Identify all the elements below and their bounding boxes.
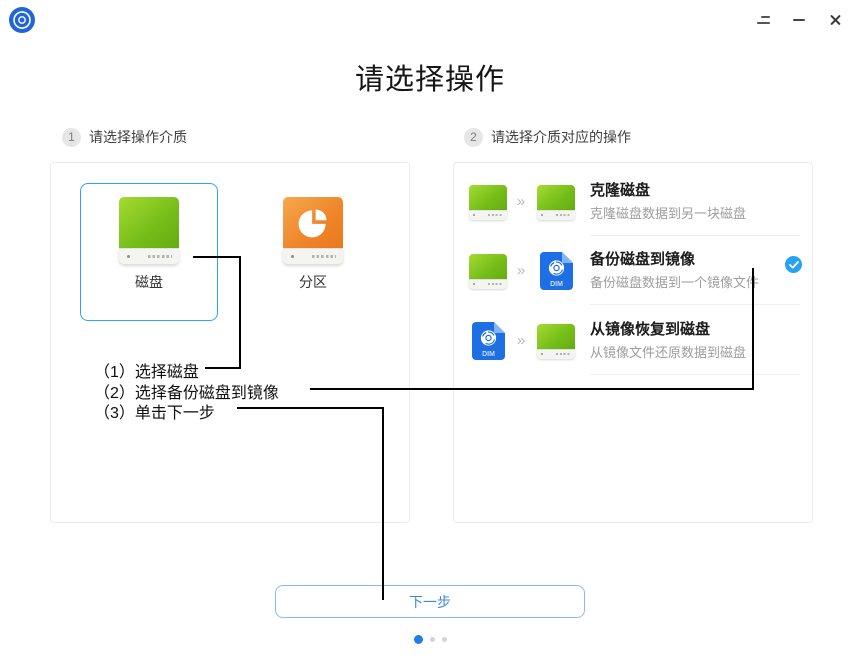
pie-chart-icon [298, 209, 327, 237]
step-2-label: 请选择介质对应的操作 [491, 129, 631, 145]
annotation-step-3: （3）单击下一步 [94, 405, 215, 422]
disk-drive-icon [536, 167, 576, 236]
partition-drive-icon [283, 197, 343, 264]
step-1-number: 1 [62, 127, 81, 147]
double-chevron-icon: » [516, 262, 526, 279]
selected-check-icon [785, 256, 802, 273]
pagination-dot-1[interactable] [413, 635, 423, 644]
operation-title: 克隆磁盘 [590, 182, 651, 199]
double-chevron-icon: » [516, 193, 526, 210]
disk-drive-icon [468, 236, 508, 305]
window-minimize-icon[interactable] [786, 7, 812, 33]
operation-subtitle: 克隆磁盘数据到另一块磁盘 [590, 206, 747, 221]
next-button[interactable]: 下一步 [275, 585, 585, 618]
disk-drive-icon [468, 167, 508, 236]
disk-drive-icon [119, 197, 179, 264]
media-label-partition: 分区 [299, 274, 327, 290]
operation-row-backup-to-image[interactable]: » DIM 备份磁盘到镜像 备份磁盘数据到一个镜像文件 [453, 236, 811, 305]
step-header-1: 1 请选择操作介质 [62, 127, 187, 147]
step-1-label: 请选择操作介质 [89, 129, 187, 145]
annotation-step-2: （2）选择备份磁盘到镜像 [94, 385, 279, 402]
page-title: 请选择操作 [354, 64, 505, 96]
media-option-partition[interactable]: 分区 [244, 183, 382, 321]
operation-subtitle: 备份磁盘数据到一个镜像文件 [590, 275, 760, 290]
row-divider [590, 235, 800, 236]
media-label-disk: 磁盘 [135, 274, 163, 290]
pagination-dots [0, 635, 860, 644]
media-option-disk[interactable]: 磁盘 [80, 183, 218, 321]
pagination-dot-2[interactable] [429, 637, 435, 642]
dim-image-file-icon: DIM [536, 236, 576, 305]
step-2-number: 2 [464, 127, 483, 147]
pagination-dot-3[interactable] [441, 637, 447, 642]
dim-image-file-icon: DIM [468, 306, 508, 375]
double-chevron-icon: » [516, 332, 526, 349]
operation-subtitle: 从镜像文件还原数据到磁盘 [590, 345, 747, 360]
svg-text:DIM: DIM [482, 351, 495, 358]
operation-title: 从镜像恢复到磁盘 [590, 321, 711, 338]
row-divider [590, 374, 800, 375]
operation-row-restore-from-image[interactable]: DIM » 从镜像恢复到磁盘 从镜像文件还原数据到磁盘 [453, 306, 811, 375]
svg-text:DIM: DIM [550, 281, 563, 288]
operation-row-clone-disk[interactable]: » 克隆磁盘 克隆磁盘数据到另一块磁盘 [453, 167, 811, 236]
annotation-step-1: （1）选择磁盘 [94, 364, 199, 381]
window-menu-icon[interactable] [750, 7, 776, 33]
app-logo-icon [9, 7, 35, 33]
window-controls [750, 0, 860, 40]
operation-title: 备份磁盘到镜像 [590, 251, 696, 268]
row-divider [590, 304, 800, 305]
step-header-2: 2 请选择介质对应的操作 [464, 127, 631, 147]
disk-drive-icon [536, 306, 576, 375]
window-close-icon[interactable] [822, 7, 848, 33]
